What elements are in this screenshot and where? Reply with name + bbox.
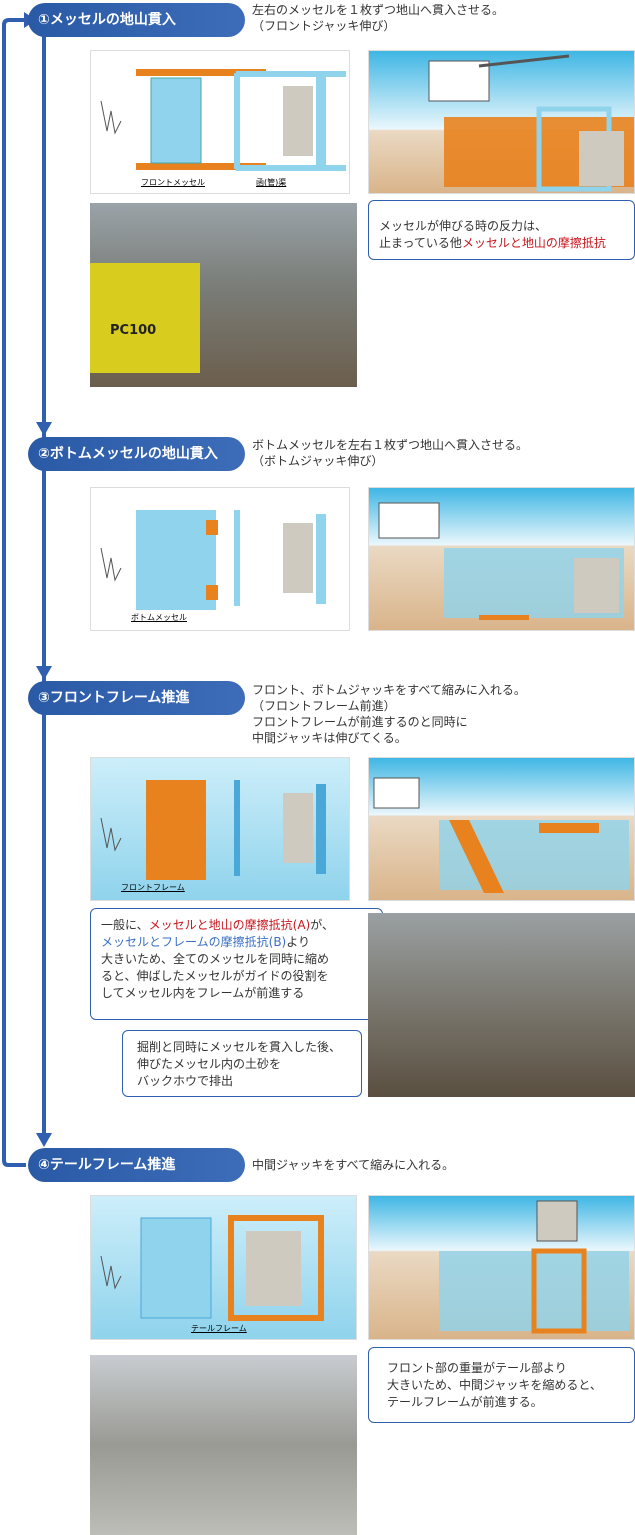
step2-title: ②ボトムメッセルの地山貫入 <box>28 437 245 471</box>
step3-callout-excavation: 掘削と同時にメッセルを貫入した後、 伸びたメッセル内の土砂を バックホウで排出 <box>122 1030 362 1097</box>
step2-desc: ボトムメッセルを左右１枚ずつ地山へ貫入させる。 （ボトムジャッキ伸び） <box>252 438 529 468</box>
step1-plan-diagram: フロントメッセル 函(管)渠 <box>90 50 350 194</box>
step1-title: ①メッセルの地山貫入 <box>28 3 245 37</box>
step4-title: ④テールフレーム推進 <box>28 1148 245 1182</box>
step3-callout: 一般に、メッセルと地山の摩擦抵抗(A)が、 メッセルとフレームの摩擦抵抗(B)よ… <box>90 908 383 1020</box>
step1-desc: 左右のメッセルを１枚ずつ地山へ貫入させる。 （フロントジャッキ伸び） <box>252 3 505 33</box>
callout-line: メッセルとフレームの摩擦抵抗(B)より <box>101 935 311 949</box>
step3-title: ③フロントフレーム推進 <box>28 681 245 715</box>
label-bottom-messel: ボトムメッセル <box>131 613 187 622</box>
callout-line: してメッセル内をフレームが前進する <box>101 986 305 1000</box>
step2-section-diagram <box>368 487 635 631</box>
callout-line: メッセルが伸びる時の反力は、 <box>379 219 548 233</box>
step2-plan-diagram: ボトムメッセル <box>90 487 350 631</box>
label-tail-frame: テールフレーム <box>191 1324 247 1333</box>
step4-section-diagram <box>368 1195 635 1340</box>
callout-line: 大きいため、全てのメッセルを同時に縮め <box>101 952 330 966</box>
label-front-frame: フロントフレーム <box>121 883 185 892</box>
step3-plan-diagram: フロントフレーム <box>90 757 350 901</box>
step4-desc: 中間ジャッキをすべて縮みに入れる。 <box>252 1158 455 1172</box>
step3-site-photo <box>368 913 635 1097</box>
step3-section-diagram <box>368 757 635 901</box>
callout-line: 止まっている他メッセルと地山の摩擦抵抗 <box>379 236 606 250</box>
step1-callout: メッセルが伸びる時の反力は、 止まっている他メッセルと地山の摩擦抵抗 <box>368 200 635 260</box>
step3-desc: フロント、ボトムジャッキをすべて縮みに入れる。 （フロントフレーム前進） フロン… <box>252 683 526 745</box>
label-culvert: 函(管)渠 <box>256 178 287 187</box>
flow-arrows <box>2 12 52 1167</box>
callout-line: 一般に、メッセルと地山の摩擦抵抗(A)が、 <box>101 918 334 932</box>
step4-plan-diagram: テールフレーム <box>90 1195 357 1340</box>
callout-line: ると、伸ばしたメッセルがガイドの役割を <box>101 969 329 983</box>
label-front-messel: フロントメッセル <box>141 178 205 187</box>
step4-site-photo <box>90 1355 357 1535</box>
step4-callout: フロント部の重量がテール部より 大きいため、中間ジャッキを縮めると、 テールフレ… <box>368 1347 635 1423</box>
step1-site-photo: PC100 <box>90 203 357 387</box>
machine-label: PC100 <box>110 323 157 338</box>
step1-section-diagram <box>368 50 635 194</box>
